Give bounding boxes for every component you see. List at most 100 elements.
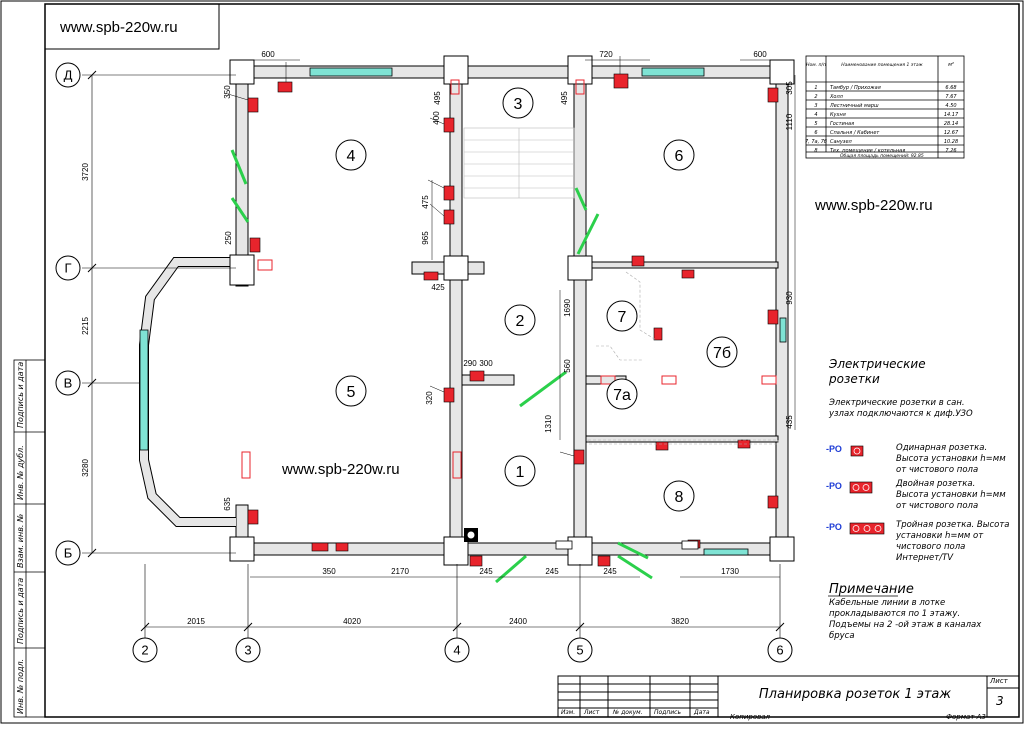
- dimension-text: 350: [223, 85, 232, 99]
- stamp-col: Дата: [694, 709, 710, 716]
- dimension-text: 3720: [81, 163, 90, 181]
- dimension-text: 425: [431, 283, 445, 292]
- table-cell-name: Лестничный марш: [829, 103, 879, 109]
- axis-col-label: 6: [776, 643, 783, 658]
- table-cell-name: Холл: [829, 94, 844, 100]
- room-number-label: 1: [516, 464, 525, 481]
- table-cell-area: 28.14: [944, 121, 958, 127]
- axis-row-circle: [55, 370, 81, 396]
- legend-code: -РО: [826, 481, 842, 491]
- dimension-text: 245: [545, 567, 559, 576]
- table-cell-area: 7.67: [945, 94, 957, 100]
- room-number-circle: [504, 455, 536, 487]
- watermark-url: www.spb-220w.ru: [60, 19, 178, 36]
- table-header: Наименование помещения 1 этаж: [841, 62, 923, 68]
- table-cell-area: 4.50: [945, 103, 956, 109]
- dimension-text: 2170: [391, 567, 409, 576]
- table-cell-area: 7.26: [945, 148, 956, 154]
- legend-note: Электрические розетки в сан. узлах подкл…: [829, 398, 973, 419]
- room-number-label: 6: [675, 148, 684, 165]
- legend-icons: [849, 445, 885, 535]
- axis-row-label: Б: [64, 546, 73, 561]
- copied-label: Копировал: [730, 713, 770, 721]
- axis-row-circle: [55, 62, 81, 88]
- axis-col-circle: [767, 637, 793, 663]
- room-number-circle: [502, 87, 534, 119]
- dimension-text: 2215: [81, 317, 90, 335]
- table-cell-num: 5: [814, 121, 817, 127]
- note-title: Примечание: [829, 582, 914, 597]
- dimension-text: 600: [753, 50, 767, 59]
- dimension-text: 350: [322, 567, 336, 576]
- table-cell-num: 1: [814, 85, 817, 91]
- table-header: Ном. п/п: [806, 62, 826, 68]
- table-cell-num: 2: [814, 94, 817, 100]
- side-label: Подпись и дата: [16, 577, 25, 644]
- axis-row-label: В: [64, 376, 73, 391]
- table-header: м²: [948, 62, 954, 68]
- axis-row-circle: [55, 255, 81, 281]
- axis-row-label: Д: [64, 68, 73, 83]
- table-cell-num: 8: [814, 148, 817, 154]
- windows: [139, 67, 787, 556]
- legend-text: Тройная розетка. Высота установки h=мм о…: [896, 520, 1010, 563]
- legend-text: Двойная розетка. Высота установки h=мм о…: [896, 479, 1006, 511]
- legend-title: Электрические розетки: [829, 357, 926, 386]
- watermark-url: www.spb-220w.ru: [815, 197, 933, 214]
- side-strip: [13, 359, 46, 718]
- dimension-text: 400: [432, 111, 441, 125]
- side-label: Инв. № дубл.: [16, 445, 25, 500]
- dimension-text: 1690: [563, 299, 572, 317]
- dimension-text: 600: [261, 50, 275, 59]
- dimension-text: 245: [479, 567, 493, 576]
- room-number-circle: [663, 480, 695, 512]
- doors: [230, 149, 653, 584]
- room-number-circle: [606, 378, 638, 410]
- boiler-icon-inner: [467, 531, 475, 539]
- title-stamp: [557, 675, 1020, 718]
- staircase: [463, 127, 575, 199]
- dimension-text: 635: [223, 497, 232, 511]
- legend-code: -РО: [826, 522, 842, 532]
- legend-text: Одинарная розетка. Высота установки h=мм…: [896, 443, 1006, 475]
- table-cell-name: Тамбур / Прихожая: [830, 85, 881, 91]
- room-number-circle: [706, 336, 738, 368]
- room-number-label: 4: [347, 148, 356, 165]
- dimension-text: 250: [224, 231, 233, 245]
- dimension-text: 4020: [343, 617, 361, 626]
- dimension-text: 2400: [509, 617, 527, 626]
- room-number-label: 5: [347, 384, 356, 401]
- dimension-text: 300: [479, 359, 493, 368]
- dimension-text: 1730: [721, 567, 739, 576]
- dimension-text: 560: [563, 359, 572, 373]
- table-cell-area: 6.68: [945, 85, 956, 91]
- dimension-text: 290: [463, 359, 477, 368]
- axis-row-circle: [55, 540, 81, 566]
- room-number-label: 3: [514, 96, 523, 113]
- column-stubs: [229, 55, 795, 566]
- room-number-label: 2: [516, 313, 525, 330]
- area-table: [805, 55, 965, 159]
- dimension-text: 320: [425, 391, 434, 405]
- axis-col-label: 3: [244, 643, 251, 658]
- room-number-circle: [663, 139, 695, 171]
- room-number-circle: [335, 375, 367, 407]
- sheet-number: 3: [996, 694, 1004, 708]
- axis-col-label: 2: [141, 643, 148, 658]
- table-cell-area: 10.28: [944, 139, 958, 145]
- dimension-text: 720: [599, 50, 613, 59]
- dimension-text: 1310: [544, 415, 553, 433]
- dimension-text: 305: [785, 81, 794, 95]
- note-text: Кабельные линии в лотке прокладываются п…: [829, 598, 982, 641]
- watermark-box: [44, 3, 220, 50]
- table-cell-name: Кухня: [830, 112, 846, 118]
- side-label: Инв. № подл.: [16, 658, 25, 714]
- table-cell-area: 14.17: [944, 112, 959, 118]
- room-number-circle: [606, 300, 638, 332]
- stamp-col: Изм.: [561, 709, 576, 716]
- axis-col-circle: [444, 637, 470, 663]
